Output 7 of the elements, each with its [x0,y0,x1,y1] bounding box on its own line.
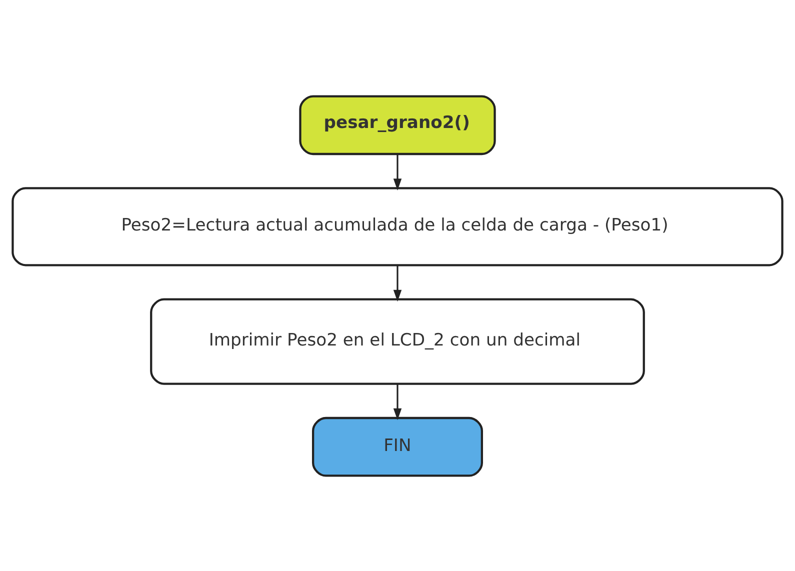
node-box: pesar_grano2() [299,94,496,155]
node-box: FIN [312,416,483,476]
arrow [393,264,402,302]
node-box: Imprimir Peso2 en el LCD_2 con un decimal [150,298,645,384]
arrow [393,154,402,190]
arrow [393,384,402,420]
node-box: Peso2=Lectura actual acumulada de la celda de carga - (Peso1) [12,186,784,266]
